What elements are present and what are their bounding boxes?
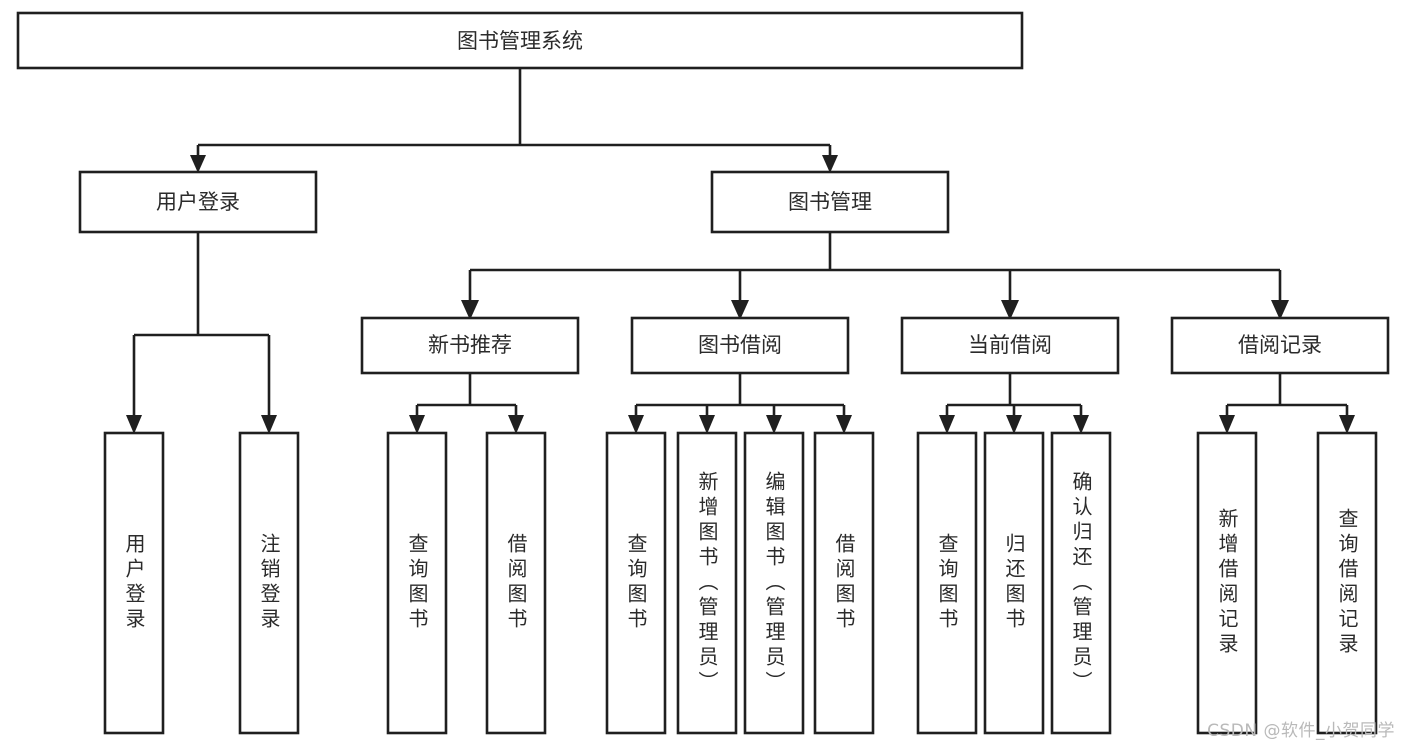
leaf-box-confirm-return[interactable] bbox=[1050, 431, 1112, 735]
arrow-head-leaf-query-book-3 bbox=[939, 415, 955, 434]
arrow-head-borrow-record bbox=[1271, 300, 1289, 320]
arrow-head-book-borrow bbox=[731, 300, 749, 320]
arrow-head-leaf-edit-book bbox=[766, 415, 782, 434]
arrow-head-leaf-query-book-1 bbox=[409, 415, 425, 434]
arrow-head-leaf-query-book-2 bbox=[628, 415, 644, 434]
arrow-head-leaf-confirm-return bbox=[1073, 415, 1089, 434]
node-current-borrow-box[interactable] bbox=[900, 316, 1120, 375]
node-book-manage[interactable]: 图书管理 bbox=[710, 170, 950, 234]
node-book-borrow[interactable]: 图书借阅 bbox=[630, 316, 850, 375]
leaf-box-add-book[interactable] bbox=[676, 431, 738, 735]
arrow-head-user-login bbox=[190, 155, 206, 173]
arrow-head-leaf-borrow-book-2 bbox=[836, 415, 852, 434]
node-user-login-box[interactable] bbox=[78, 170, 318, 234]
node-book-borrow-box[interactable] bbox=[630, 316, 850, 375]
node-current-borrow-label: 当前借阅 bbox=[968, 333, 1052, 357]
leaf-box-query-book-1[interactable] bbox=[386, 431, 448, 735]
arrow-head-new-book-recommend bbox=[461, 300, 479, 320]
node-new-book-recommend-box[interactable] bbox=[360, 316, 580, 375]
arrow-head-leaf-borrow-book-1 bbox=[508, 415, 524, 434]
arrow-head-current-borrow bbox=[1001, 300, 1019, 320]
leaf-box-query-record[interactable] bbox=[1316, 431, 1378, 735]
node-book-borrow-label: 图书借阅 bbox=[698, 333, 782, 357]
leaf-box-user-login[interactable] bbox=[103, 431, 165, 735]
leaf-box-query-book-3[interactable] bbox=[916, 431, 978, 735]
leaf-box-query-book-2[interactable] bbox=[605, 431, 667, 735]
leaf-box-return-book[interactable] bbox=[983, 431, 1045, 735]
leaf-box-layer bbox=[103, 431, 1378, 735]
leaf-box-add-record[interactable] bbox=[1196, 431, 1258, 735]
csdn-watermark: CSDN @软件_小贺同学 bbox=[1207, 721, 1395, 741]
leaf-box-borrow-book-1[interactable] bbox=[485, 431, 547, 735]
node-user-login[interactable]: 用户登录 bbox=[78, 170, 318, 234]
arrow-head-leaf-user-login bbox=[126, 415, 142, 434]
node-current-borrow[interactable]: 当前借阅 bbox=[900, 316, 1120, 375]
arrow-head-leaf-return-book bbox=[1006, 415, 1022, 434]
arrow-head-leaf-logout bbox=[261, 415, 277, 434]
node-book-manage-label: 图书管理 bbox=[788, 190, 872, 214]
node-user-login-label: 用户登录 bbox=[156, 190, 240, 214]
leaf-box-logout[interactable] bbox=[238, 431, 300, 735]
node-book-manage-box[interactable] bbox=[710, 170, 950, 234]
leaf-box-borrow-book-2[interactable] bbox=[813, 431, 875, 735]
arrow-head-leaf-add-book bbox=[699, 415, 715, 434]
node-borrow-record[interactable]: 借阅记录 bbox=[1170, 316, 1390, 375]
connector-layer bbox=[126, 68, 1355, 434]
node-root[interactable]: 图书管理系统 bbox=[16, 11, 1024, 70]
arrow-head-book-manage bbox=[822, 155, 838, 173]
arrow-head-leaf-query-record bbox=[1339, 415, 1355, 434]
arrow-head-leaf-add-record bbox=[1219, 415, 1235, 434]
node-borrow-record-box[interactable] bbox=[1170, 316, 1390, 375]
leaf-box-edit-book[interactable] bbox=[743, 431, 805, 735]
node-new-book-recommend-label: 新书推荐 bbox=[428, 333, 512, 357]
node-new-book-recommend[interactable]: 新书推荐 bbox=[360, 316, 580, 375]
node-root-label: 图书管理系统 bbox=[457, 29, 583, 53]
node-borrow-record-label: 借阅记录 bbox=[1238, 333, 1322, 357]
node-root-box[interactable] bbox=[16, 11, 1024, 70]
